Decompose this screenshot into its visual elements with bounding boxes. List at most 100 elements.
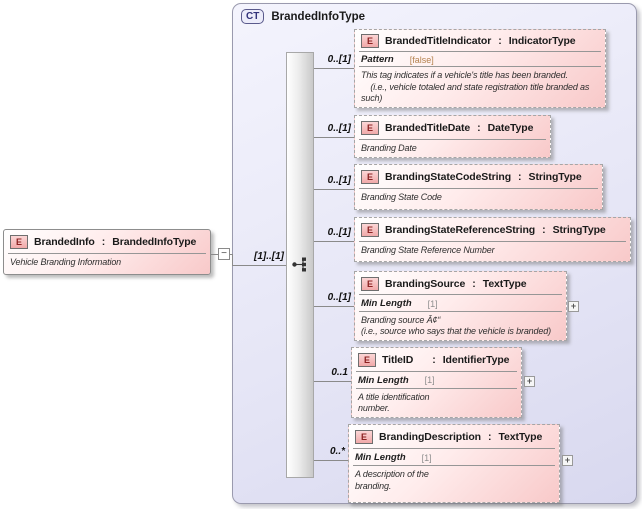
divider (8, 253, 206, 254)
element-type: StringType (552, 224, 606, 236)
expand-button[interactable]: + (562, 455, 573, 466)
root-element-title: E BrandedInfo : BrandedInfoType (4, 230, 210, 253)
element-type: TextType (498, 431, 543, 443)
expand-button[interactable]: + (568, 301, 579, 312)
collapse-toggle[interactable]: − (218, 248, 230, 260)
element-title: E TitleID : IdentifierType (352, 348, 521, 371)
facet-label: Min Length (358, 374, 409, 386)
facet-label: Pattern (361, 54, 394, 66)
facet-row: Min Length [1] (349, 449, 559, 465)
element-title: E BrandedTitleDate : DateType (355, 116, 550, 139)
element-box-branded-title-indicator[interactable]: E BrandedTitleIndicator : IndicatorType … (354, 29, 606, 108)
element-annotation: Branding State Code (361, 192, 442, 202)
element-icon: E (355, 430, 373, 444)
element-annotation: A title identification number. (358, 391, 430, 414)
element-title: E BrandingSource : TextType (355, 272, 566, 294)
complex-type-title: BrandedInfoType (271, 10, 366, 23)
element-icon: E (10, 235, 28, 249)
divider (353, 465, 555, 466)
connector-line (314, 189, 354, 190)
facet-row: Pattern [false] (355, 52, 605, 66)
element-title: E BrandingDescription : TextType (349, 425, 559, 448)
divider (356, 370, 517, 372)
element-box-branding-source[interactable]: E BrandingSource : TextType Min Length [… (354, 271, 567, 341)
connector-line (314, 381, 351, 382)
colon: : (477, 122, 481, 134)
connector-line (314, 460, 348, 461)
connector-line (232, 254, 233, 265)
element-type: TextType (482, 277, 527, 290)
element-name: BrandingDescription (379, 431, 481, 443)
root-element-annotation: Vehicle Branding Information (10, 257, 122, 267)
element-name: BrandedTitleDate (385, 122, 471, 134)
complex-type-header: CT BrandedInfoType (241, 9, 365, 24)
divider (353, 448, 555, 449)
element-annotation: Branding source Â¢“ (i.e., source who sa… (361, 314, 551, 337)
element-box-branded-title-date[interactable]: E BrandedTitleDate : DateType Branding D… (354, 115, 551, 158)
element-name: BrandedTitleIndicator (385, 35, 492, 48)
colon: : (518, 171, 522, 183)
divider (359, 188, 598, 189)
divider (359, 139, 546, 140)
element-name: BrandingStateCodeString (385, 171, 512, 183)
element-box-branding-description[interactable]: E BrandingDescription : TextType Min Len… (348, 424, 560, 503)
cardinality-label: 0..[1] (327, 175, 351, 186)
connector-line (314, 137, 354, 138)
connector-line (232, 265, 291, 266)
cardinality-label: 0..1 (331, 367, 348, 378)
element-name: BrandingSource (385, 277, 466, 290)
element-title: E BrandedTitleIndicator : IndicatorType (355, 30, 605, 51)
element-icon: E (361, 34, 379, 49)
element-annotation: Branding Date (361, 143, 417, 153)
element-title: E BrandingStateCodeString : StringType (355, 165, 602, 188)
sequence-compositor-icon[interactable] (291, 256, 311, 273)
cardinality-label: 0..[1] (327, 227, 351, 238)
colon: : (498, 35, 502, 48)
complex-type-icon: CT (241, 9, 265, 24)
cardinality-label: 0..[1] (327, 292, 351, 303)
root-element-box[interactable]: E BrandedInfo : BrandedInfoType Vehicle … (3, 229, 211, 275)
root-element-name: BrandedInfo (34, 236, 95, 248)
facet-row: Min Length [1] (355, 295, 566, 311)
connector-line (314, 306, 354, 307)
element-name: TitleID (382, 353, 414, 366)
root-cardinality-label: [1]..[1] (254, 251, 284, 262)
colon: : (432, 353, 436, 366)
connector-line (314, 68, 354, 69)
colon: : (472, 277, 476, 290)
element-icon: E (361, 223, 379, 237)
element-icon: E (358, 352, 376, 367)
element-annotation: Branding State Reference Number (361, 245, 495, 255)
divider (359, 294, 562, 296)
facet-value: [1] (424, 375, 435, 386)
facet-value: [1] (421, 452, 432, 463)
element-name: BrandingStateReferenceString (385, 224, 536, 236)
element-icon: E (361, 170, 379, 184)
colon: : (487, 431, 492, 443)
element-box-title-id[interactable]: E TitleID : IdentifierType Min Length [1… (351, 347, 522, 418)
element-icon: E (361, 276, 379, 291)
connector-line (314, 241, 354, 242)
facet-value: [1] (427, 298, 438, 309)
facet-row: Min Length [1] (352, 372, 521, 388)
divider (356, 387, 517, 389)
element-title: E BrandingStateReferenceString : StringT… (355, 218, 630, 241)
element-icon: E (361, 121, 379, 135)
cardinality-label: 0..* (329, 446, 345, 457)
element-type: StringType (528, 171, 582, 183)
root-element-type: BrandedInfoType (112, 236, 197, 248)
element-type: IdentifierType (442, 353, 510, 366)
cardinality-label: 0..[1] (327, 123, 351, 134)
expand-button[interactable]: + (524, 376, 535, 387)
element-annotation: A description of the branding. (355, 469, 429, 491)
element-box-branding-state-reference[interactable]: E BrandingStateReferenceString : StringT… (354, 217, 631, 262)
cardinality-label: 0..[1] (327, 54, 351, 65)
divider (359, 51, 601, 53)
divider (359, 310, 562, 312)
divider (359, 241, 626, 242)
facet-value: [false] (409, 54, 434, 65)
divider (359, 66, 601, 68)
element-annotation: This tag indicates if a vehicle's title … (361, 70, 590, 104)
element-box-branding-state-code[interactable]: E BrandingStateCodeString : StringType B… (354, 164, 603, 210)
